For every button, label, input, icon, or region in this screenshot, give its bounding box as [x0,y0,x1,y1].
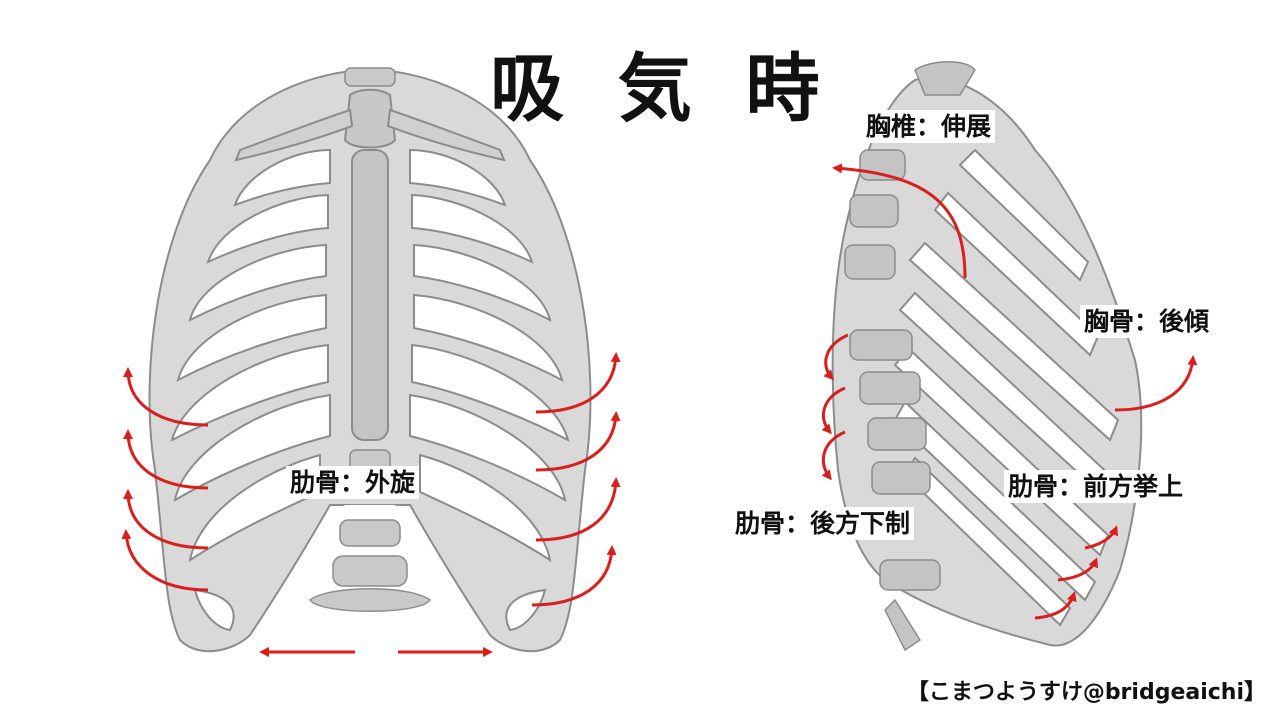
front-rotation-arrows [121,352,621,657]
label-thoracic-spine: 胸椎：伸展 [862,110,996,144]
label-posterior-ribs: 肋骨：後方下制 [731,507,915,541]
side-motion-arrows [821,163,1198,620]
clavicle-right [386,108,506,162]
clavicle-left [234,108,354,162]
label-lower-ribs: 肋骨：前方挙上 [1004,470,1188,504]
page-title: 吸 気 時 [490,46,834,132]
sternum [343,88,397,149]
label-sternum: 胸骨：後傾 [1080,305,1214,339]
side-ribcage [831,61,1143,652]
credit: 【こまつようすけ@bridgeaichi】 [906,680,1266,705]
label-front-ribs: 肋骨：外旋 [286,466,420,500]
front-ribcage [148,67,592,653]
